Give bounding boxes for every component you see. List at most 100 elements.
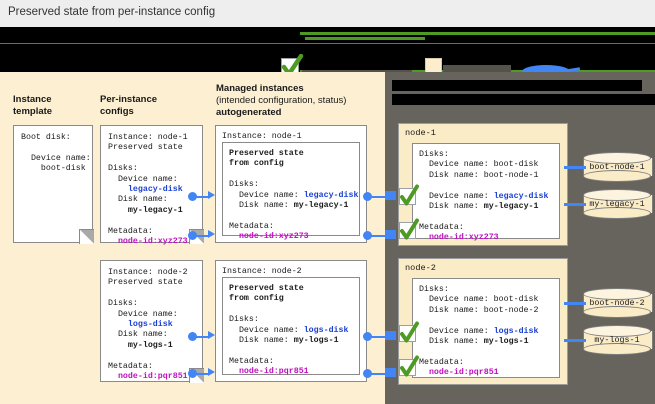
connector-endpoint bbox=[385, 230, 396, 239]
cyl-bottom bbox=[583, 306, 651, 318]
managed-1-preserved-state-box: Preserved state from config Disks: Devic… bbox=[222, 142, 360, 241]
connector-arrow bbox=[208, 331, 215, 339]
node-2-body: Disks: Device name: boot-disk Disk name:… bbox=[413, 279, 559, 385]
connector-endpoint bbox=[385, 191, 396, 200]
col2-line2: configs bbox=[100, 106, 134, 117]
disk-cylinder: boot-node-1 bbox=[583, 152, 653, 182]
n2-boot-device: Device name: boot-disk bbox=[419, 295, 539, 305]
legend-blue-rule bbox=[0, 43, 655, 44]
legend-green-rule-1 bbox=[300, 32, 655, 35]
m1-metadata-value: node-id:xyz273 bbox=[229, 232, 309, 242]
connector-dot bbox=[188, 332, 197, 341]
connector-line bbox=[196, 234, 210, 237]
connector-dot bbox=[188, 369, 197, 378]
node-1-disk-check-icon bbox=[399, 184, 419, 206]
disk-label: my-legacy-1 bbox=[589, 199, 645, 209]
n1-metadata-label: Metadata: bbox=[419, 222, 464, 232]
n2-diskname-value: my-logs-1 bbox=[483, 337, 529, 347]
cyl-top bbox=[583, 152, 651, 164]
it-l4: boot-disk bbox=[21, 164, 86, 174]
n2-diskname-label: Disk name: bbox=[419, 337, 484, 347]
cfg1-device-value: legacy-disk bbox=[108, 185, 183, 195]
instance-template-document: Boot disk: Device name: boot-disk bbox=[13, 125, 93, 243]
cfg2-metadata-label: Metadata: bbox=[108, 361, 153, 371]
node-2-details-box: Disks: Device name: boot-disk Disk name:… bbox=[412, 278, 560, 378]
connector-arrow bbox=[208, 368, 215, 376]
n1-disks-label: Disks: bbox=[419, 150, 449, 159]
figure-caption: Preserved state from per-instance config bbox=[8, 6, 216, 18]
cfg1-title: Instance: node-1 bbox=[108, 133, 188, 142]
managed-2-preserved-state-box: Preserved state from config Disks: Devic… bbox=[222, 277, 360, 376]
cfg2-subtitle: Preserved state bbox=[108, 278, 183, 288]
n1-boot-device: Device name: boot-disk bbox=[419, 160, 539, 170]
disk-label: my-logs-1 bbox=[594, 335, 640, 345]
managed-2-body: Preserved state from config Disks: Devic… bbox=[223, 278, 359, 384]
disk-link-line bbox=[564, 339, 586, 342]
disk-link-line bbox=[564, 166, 586, 169]
disk-link-line bbox=[564, 203, 586, 206]
config-2-body: Instance: node-2 Preserved state Disks: … bbox=[101, 261, 202, 389]
n1-metadata-value: node-id:xyz273 bbox=[419, 233, 499, 243]
n2-device-label: Device name: bbox=[419, 326, 494, 336]
connector-dot bbox=[188, 192, 197, 201]
column-header-managed-instances: Managed instances (intended configuratio… bbox=[216, 83, 346, 119]
cfg2-device-value: logs-disk bbox=[108, 320, 173, 330]
per-instance-config-card: Instance: node-1 Preserved state Disks: … bbox=[100, 125, 203, 246]
connector-arrow bbox=[208, 191, 215, 199]
disk-cylinder: my-logs-1 bbox=[583, 325, 653, 355]
instance-template-body: Boot disk: Device name: boot-disk bbox=[14, 126, 92, 182]
col1-line1: Instance bbox=[13, 94, 52, 105]
n2-device-value: logs-disk bbox=[493, 326, 539, 336]
m1-diskname-value: my-legacy-1 bbox=[293, 201, 349, 211]
connector-dot bbox=[188, 231, 197, 240]
node-1-name: node-1 bbox=[405, 128, 436, 138]
m2-preserved1: Preserved state bbox=[229, 284, 304, 293]
m1-device-label: Device name: bbox=[229, 190, 304, 200]
cfg1-diskname-value: my-legacy-1 bbox=[108, 205, 183, 215]
managed-1-title: Instance: node-1 bbox=[222, 132, 302, 141]
n2-disks-label: Disks: bbox=[419, 285, 449, 294]
m1-preserved1: Preserved state bbox=[229, 149, 304, 158]
node-1-details-box: Disks: Device name: boot-disk Disk name:… bbox=[412, 143, 560, 242]
node-2-metadata-check-icon bbox=[399, 355, 419, 377]
it-l3: Device name: bbox=[21, 153, 91, 163]
node-1-body: Disks: Device name: boot-disk Disk name:… bbox=[413, 144, 559, 250]
n1-device-value: legacy-disk bbox=[493, 191, 549, 201]
m1-preserved2: from config bbox=[229, 159, 284, 169]
n1-device-label: Device name: bbox=[419, 191, 494, 201]
m2-metadata-label: Metadata: bbox=[229, 356, 274, 366]
config-1-body: Instance: node-1 Preserved state Disks: … bbox=[101, 126, 202, 254]
connector-line bbox=[371, 195, 385, 198]
cfg2-diskname-value: my-logs-1 bbox=[108, 340, 173, 350]
cyl-top bbox=[583, 288, 651, 300]
m1-metadata-label: Metadata: bbox=[229, 221, 274, 231]
connector-line bbox=[371, 372, 385, 375]
col2-line1: Per-instance bbox=[100, 94, 158, 105]
managed-1-body: Preserved state from config Disks: Devic… bbox=[223, 143, 359, 249]
node-2-disk-check-icon bbox=[399, 321, 419, 343]
m2-metadata-value: node-id:pqr851 bbox=[229, 367, 309, 377]
legend-green-rule-2 bbox=[305, 37, 425, 40]
connector-line bbox=[371, 335, 385, 338]
node-2-name: node-2 bbox=[405, 263, 436, 273]
connector-line bbox=[371, 234, 385, 237]
cfg2-title: Instance: node-2 bbox=[108, 268, 188, 277]
running-panel-heading-line2 bbox=[392, 94, 655, 105]
column-header-instance-template: Instance template bbox=[13, 94, 52, 118]
disk-link-line bbox=[564, 302, 586, 305]
n2-metadata-value: node-id:pqr851 bbox=[419, 368, 499, 378]
col3-line3: autogenerated bbox=[216, 107, 282, 118]
node-1-metadata-check-icon bbox=[399, 218, 419, 240]
n1-diskname-value: my-legacy-1 bbox=[483, 202, 539, 212]
connector-dot bbox=[363, 231, 372, 240]
connector-line bbox=[196, 195, 210, 198]
connector-dot bbox=[363, 369, 372, 378]
connector-endpoint bbox=[385, 331, 396, 340]
connector-dot bbox=[363, 332, 372, 341]
instance-template-folded-corner-icon bbox=[79, 229, 94, 244]
m2-diskname-value: my-logs-1 bbox=[293, 336, 339, 346]
cyl-top bbox=[583, 189, 651, 201]
cfg1-metadata-label: Metadata: bbox=[108, 226, 153, 236]
connector-line bbox=[196, 372, 210, 375]
disk-label: boot-node-1 bbox=[589, 162, 645, 172]
